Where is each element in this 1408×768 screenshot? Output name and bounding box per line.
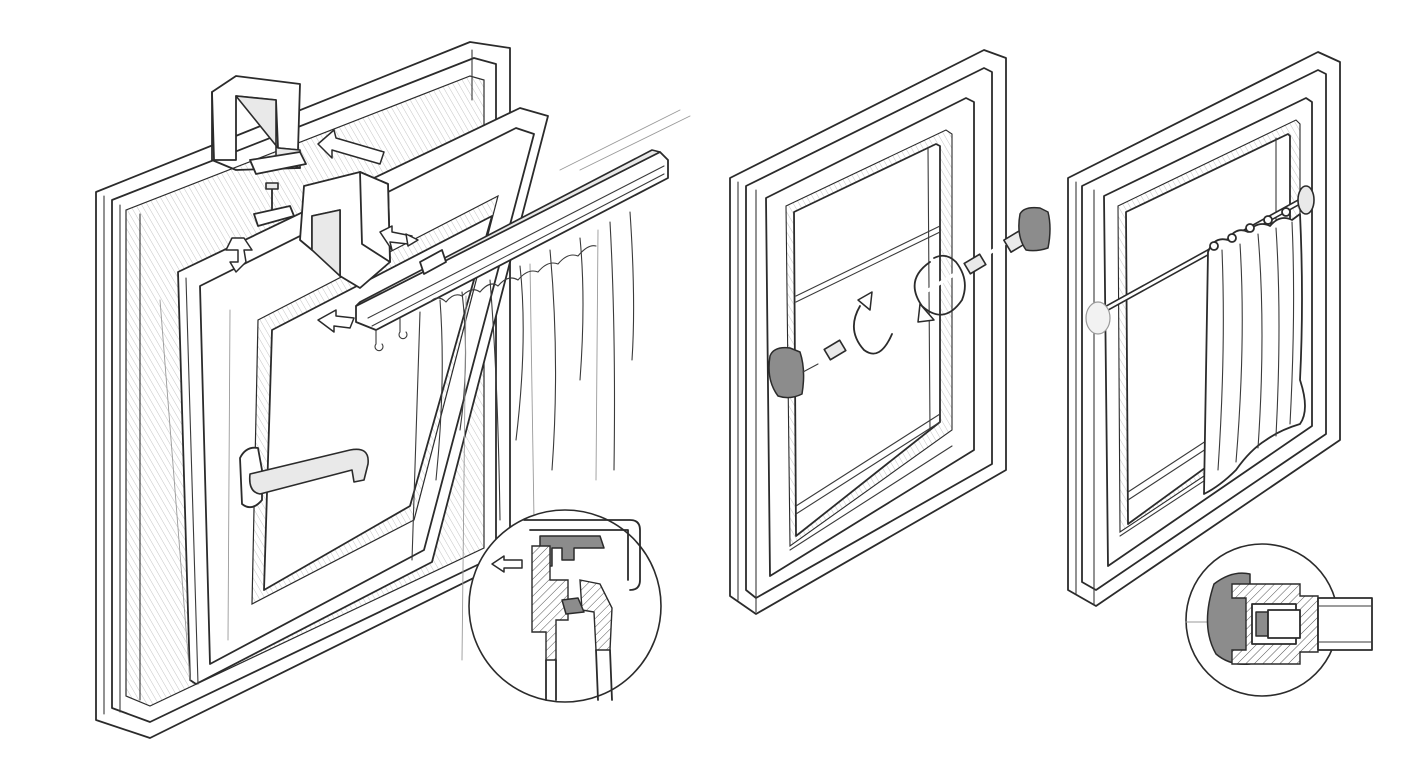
panel-window-tension-rod <box>729 49 1051 615</box>
curtain-track-icon <box>355 109 691 352</box>
rod-end-cap-section-detail <box>1185 543 1373 697</box>
window-frame <box>729 49 1007 615</box>
panel-window-cafe-curtain-rod <box>1067 51 1373 697</box>
screw-pin-icon <box>253 182 295 227</box>
curtain-icon <box>1203 207 1306 495</box>
rotate-arrow-icon <box>853 254 966 355</box>
tension-rod-icon <box>768 206 1051 399</box>
cafe-rod-icon <box>1085 185 1315 335</box>
sash-bracket-icon <box>299 171 391 289</box>
arrow-icon <box>225 129 419 333</box>
panel-tilt-turn-window-clip-bracket <box>95 41 691 739</box>
window-frame <box>1067 51 1341 607</box>
clip-bracket-section-detail <box>468 509 662 703</box>
curtain-icon <box>411 211 635 661</box>
clip-bracket-icon <box>211 75 307 175</box>
window-handle-icon <box>239 446 369 509</box>
